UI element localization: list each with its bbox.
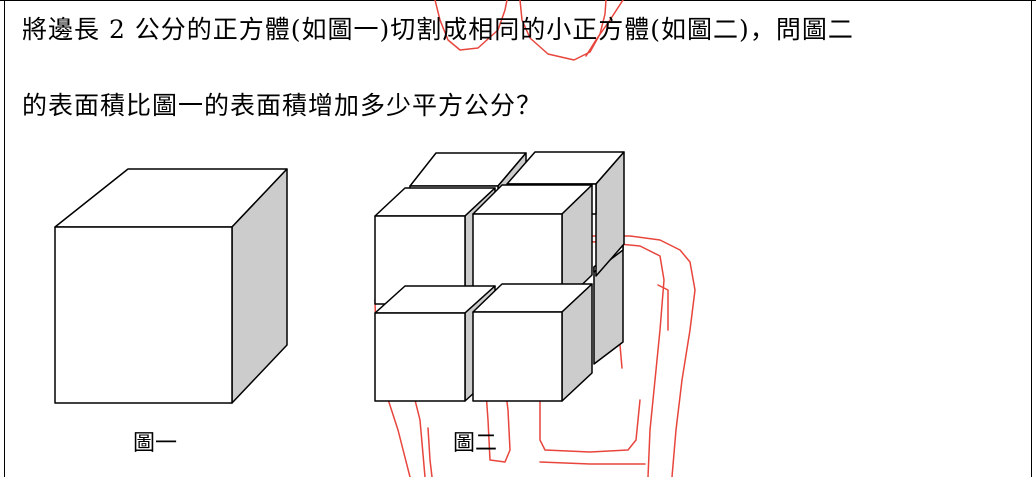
frame-left-border [4, 0, 5, 477]
question-text-line2: 的表面積比圖一的表面積增加多少平方公分？ [22, 91, 543, 120]
figure2-label: 圖二 [453, 431, 498, 456]
frame-right-border [1031, 0, 1032, 477]
frame-top-border [0, 0, 1036, 1]
figure1-cube [54, 168, 288, 404]
figure1-label: 圖一 [133, 431, 178, 456]
figure1-cube-front-face [54, 226, 233, 404]
question-text-line1: 將邊長 2 公分的正方體(如圖一)切割成相同的小正方體(如圖二)，問圖二 [22, 15, 854, 44]
figure2-cubes [374, 151, 625, 402]
figure2-cube-front-bottom-right [472, 283, 593, 402]
